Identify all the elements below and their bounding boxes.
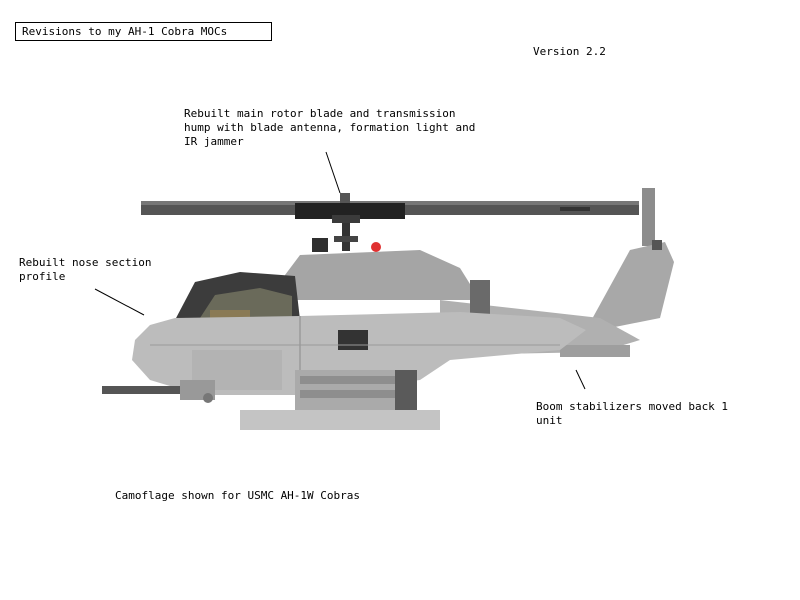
nose-note-line-2: profile — [19, 270, 66, 283]
canopy — [175, 272, 300, 320]
fuselage — [132, 312, 586, 395]
title-box: Revisions to my AH-1 Cobra MOCs — [15, 22, 272, 41]
formation-light — [371, 242, 381, 252]
camouflage-caption: Camoflage shown for USMC AH-1W Cobras — [115, 489, 361, 502]
cobra-helicopter — [102, 188, 674, 430]
nose-gun — [102, 380, 215, 403]
rotor-note-line-2: hump with blade antenna, formation light… — [184, 121, 476, 134]
nose-leader-line — [94, 288, 145, 316]
version-label: Version 2.2 — [533, 45, 606, 58]
boom-note-line-2: unit — [536, 414, 563, 427]
boom-note-line-1: Boom stabilizers moved back 1 — [536, 400, 729, 413]
rocket-pod — [295, 370, 417, 412]
rotor-note-line-3: IR jammer — [184, 135, 244, 148]
nose-note-line-1: Rebuilt nose section — [19, 256, 152, 269]
landing-skid — [240, 410, 440, 430]
transmission-hump — [280, 238, 490, 322]
main-rotor-blade — [141, 201, 639, 219]
rotor-leader-line — [325, 151, 341, 194]
rotor-note-line-1: Rebuilt main rotor blade and transmissio… — [184, 107, 456, 120]
rotor-mast — [332, 193, 360, 251]
page-title: Revisions to my AH-1 Cobra MOCs — [22, 25, 228, 38]
tail-fin — [586, 188, 674, 330]
boom-leader-line — [575, 369, 586, 390]
